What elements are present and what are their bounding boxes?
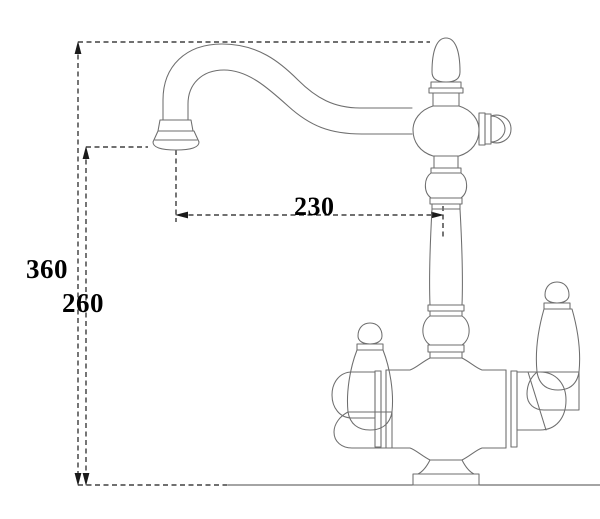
dimension-label-spout-height: 260 <box>62 288 104 318</box>
finial-ring-upper <box>430 81 462 89</box>
handle-left-collar <box>356 343 384 351</box>
handle-right-body <box>535 308 581 391</box>
base-pedestal <box>417 459 475 475</box>
handle-right-ball <box>544 281 570 304</box>
column-shaft <box>429 208 463 306</box>
valve-right-taper <box>527 371 547 431</box>
column-lower-ring-b <box>429 310 463 317</box>
arrow-360-top <box>74 41 82 54</box>
column-base-ring-a <box>427 344 465 353</box>
aerator-collar <box>157 119 194 132</box>
arrow-360-bottom <box>74 473 82 486</box>
dimension-lines <box>74 41 444 486</box>
column-base-ring-b <box>429 351 463 359</box>
dimension-label-overall-height: 360 <box>26 254 68 284</box>
arrow-260-top <box>82 146 90 159</box>
handle-left-ball <box>357 322 383 345</box>
side-cap-ring-outer <box>484 113 492 145</box>
dimension-label-spout-reach: 230 <box>294 192 335 221</box>
valve-collar-left-band <box>374 370 382 448</box>
valve-collar-right-band <box>510 370 518 448</box>
base-plate <box>412 473 480 486</box>
side-cap-ring-inner <box>478 112 486 146</box>
faucet-outline <box>152 37 581 486</box>
column-mid-ring-a <box>429 197 463 205</box>
finial-neck <box>432 92 460 107</box>
column-upper-neck <box>433 155 459 169</box>
aerator-body <box>152 130 200 151</box>
column-lower-ring-a <box>427 304 465 312</box>
valve-right-nose <box>516 371 567 431</box>
arrow-230-left <box>175 211 188 219</box>
finial-dome <box>431 37 461 83</box>
column-lower-bulb <box>422 315 470 346</box>
handle-right-collar <box>543 302 571 310</box>
handle-left-hub <box>333 411 393 449</box>
finial-ring-lower <box>428 87 464 94</box>
valve-body-main <box>385 357 507 461</box>
valve-left-nose <box>331 371 376 419</box>
column-mid-ring-b <box>431 203 461 210</box>
side-cap-dome <box>490 115 506 143</box>
body-hub <box>412 105 480 157</box>
column-upper-ring <box>430 167 462 174</box>
arrow-230-right <box>431 211 444 219</box>
arrow-260-bottom <box>82 473 90 486</box>
column-upper-bulb <box>424 172 468 199</box>
handle-right-hub <box>526 371 580 411</box>
spout-outer-curve <box>162 43 413 121</box>
handle-left-body <box>347 349 393 431</box>
spout-inner-curve <box>187 69 413 135</box>
side-cap-dome-outline <box>490 114 512 144</box>
